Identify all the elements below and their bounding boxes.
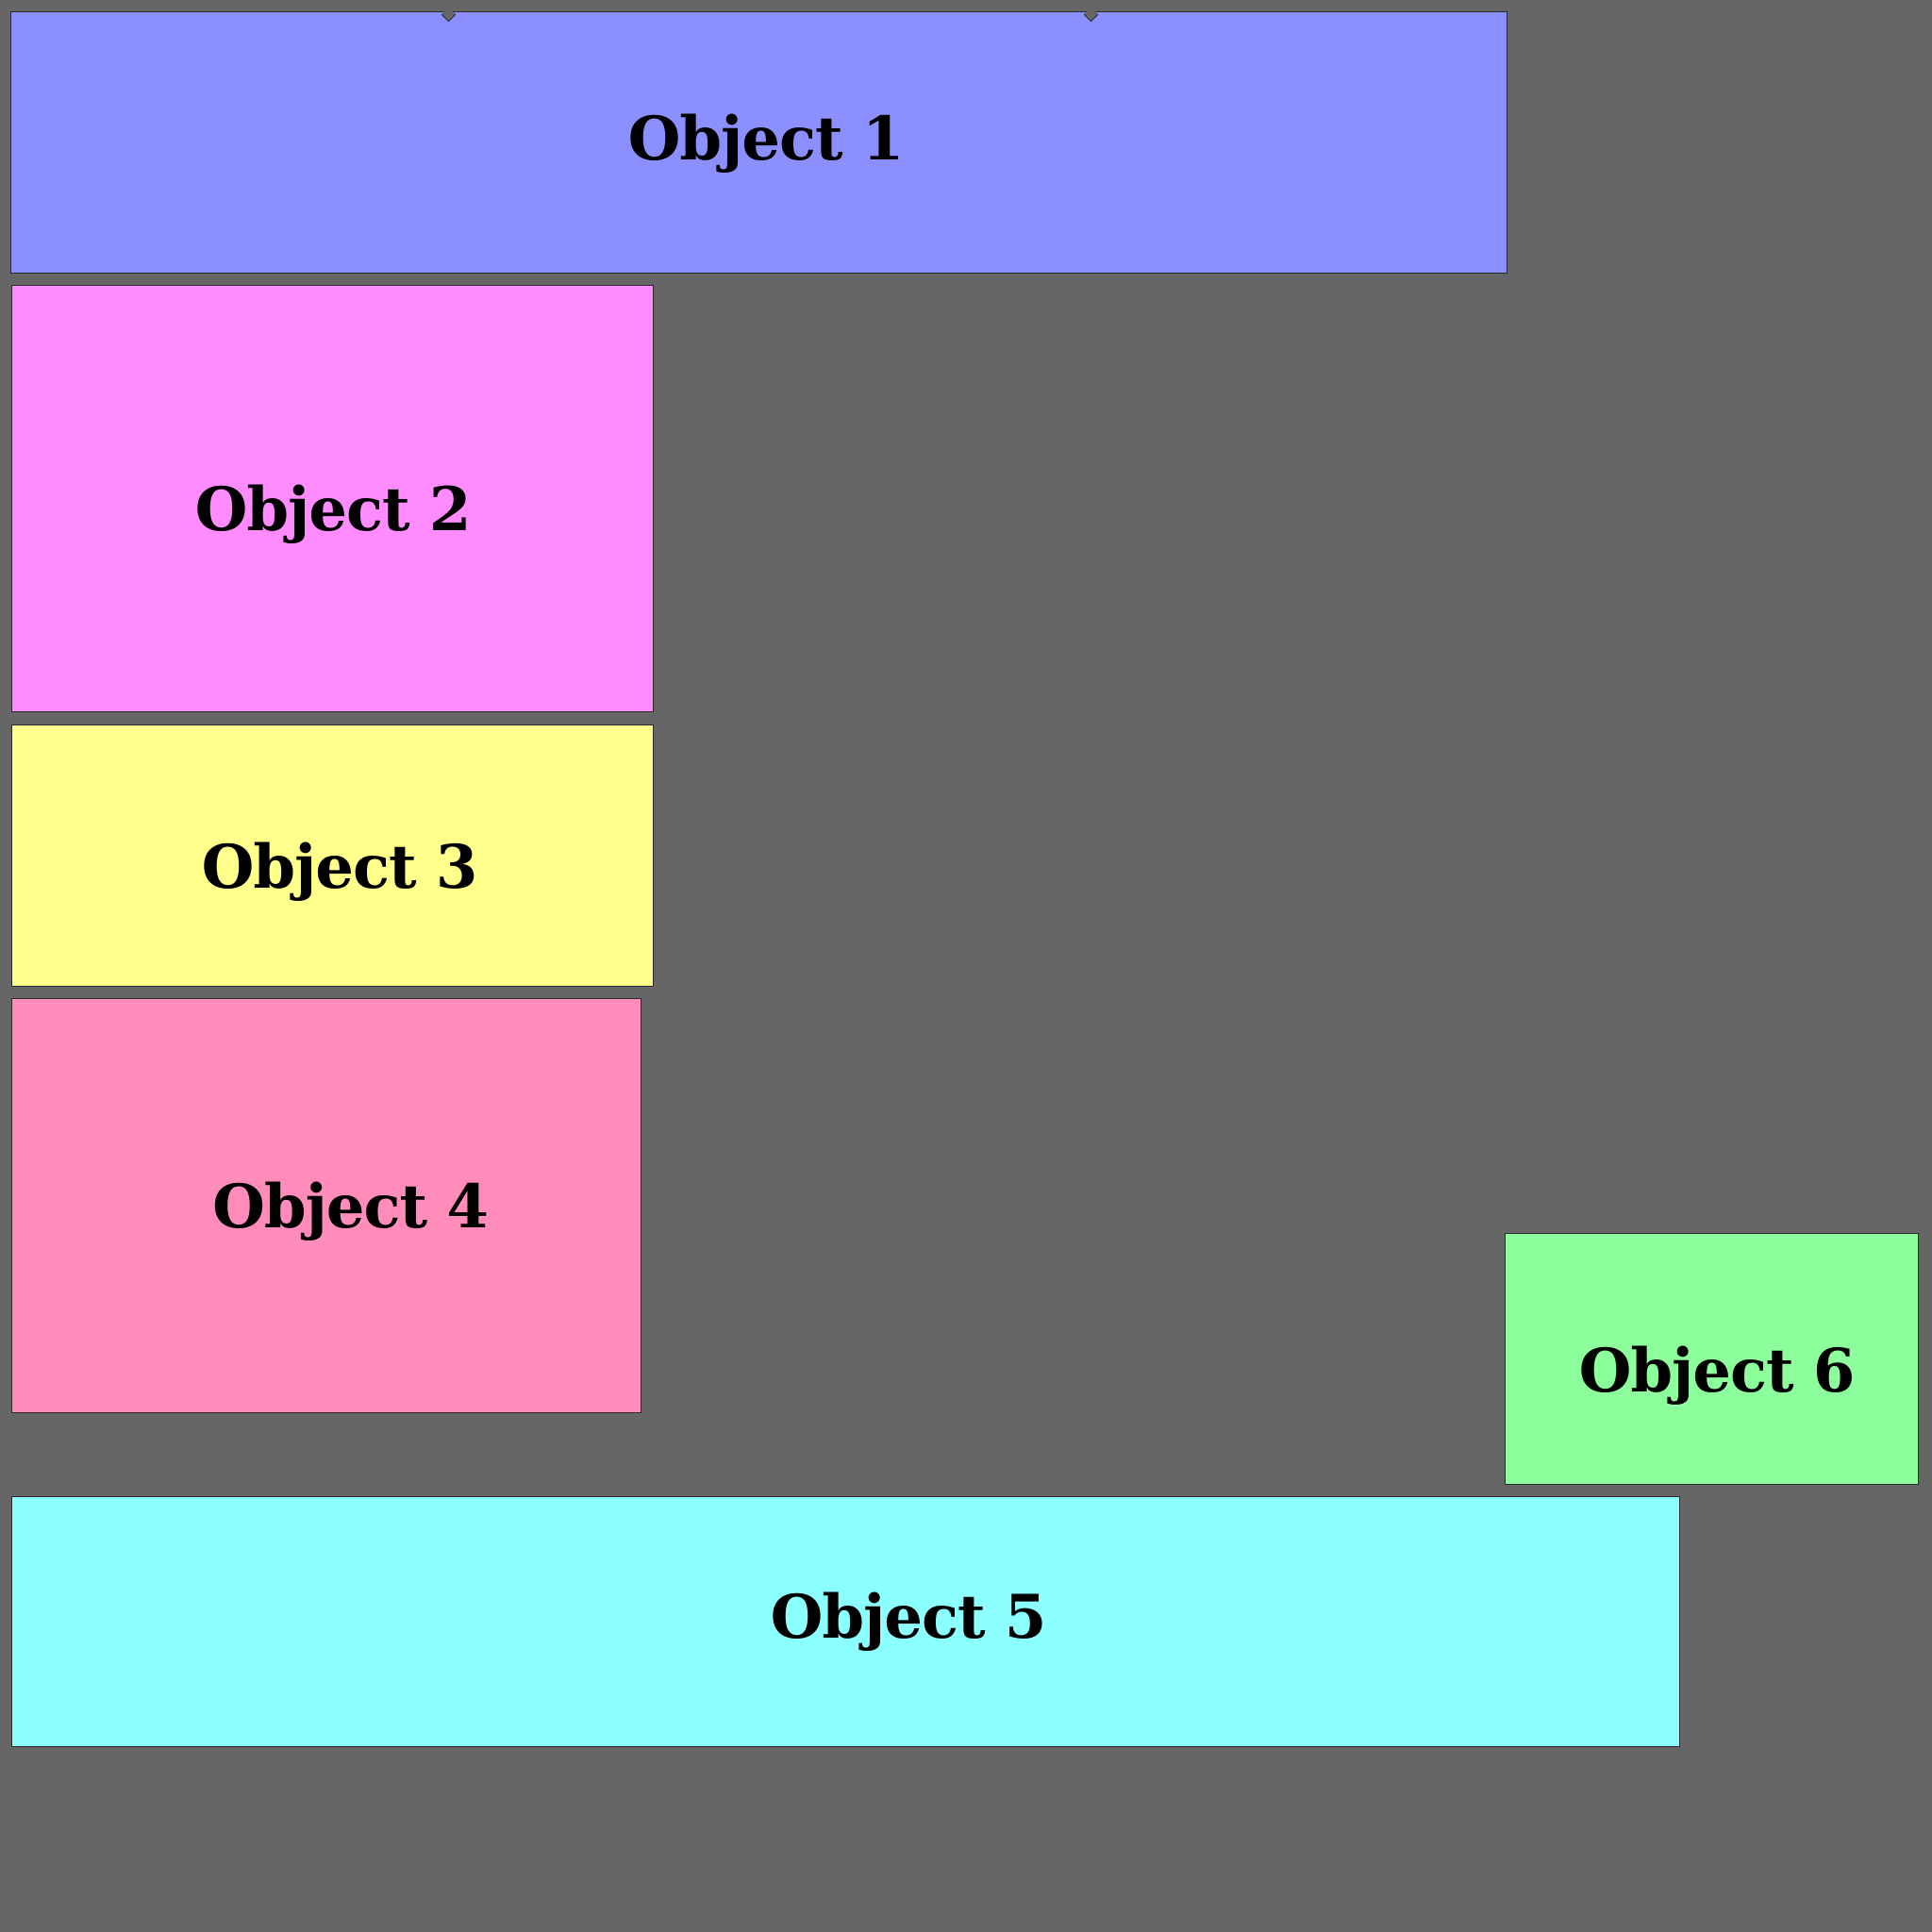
notch-marker <box>441 7 457 23</box>
object-4-label: Object 4 <box>212 1171 489 1242</box>
object-3-label: Object 3 <box>201 831 478 903</box>
notch-marker <box>1083 7 1099 23</box>
object-5-box[interactable]: Object 5 <box>11 1496 1680 1747</box>
object-2-box[interactable]: Object 2 <box>11 285 654 712</box>
object-3-box[interactable]: Object 3 <box>11 724 654 987</box>
object-1-label: Object 1 <box>627 103 905 175</box>
object-4-box[interactable]: Object 4 <box>11 998 641 1413</box>
object-5-label: Object 5 <box>770 1581 1047 1653</box>
object-1-box[interactable]: Object 1 <box>10 7 1507 274</box>
object-6-box[interactable]: Object 6 <box>1505 1233 1919 1485</box>
object-6-label: Object 6 <box>1578 1336 1856 1407</box>
object-2-label: Object 2 <box>194 475 472 545</box>
